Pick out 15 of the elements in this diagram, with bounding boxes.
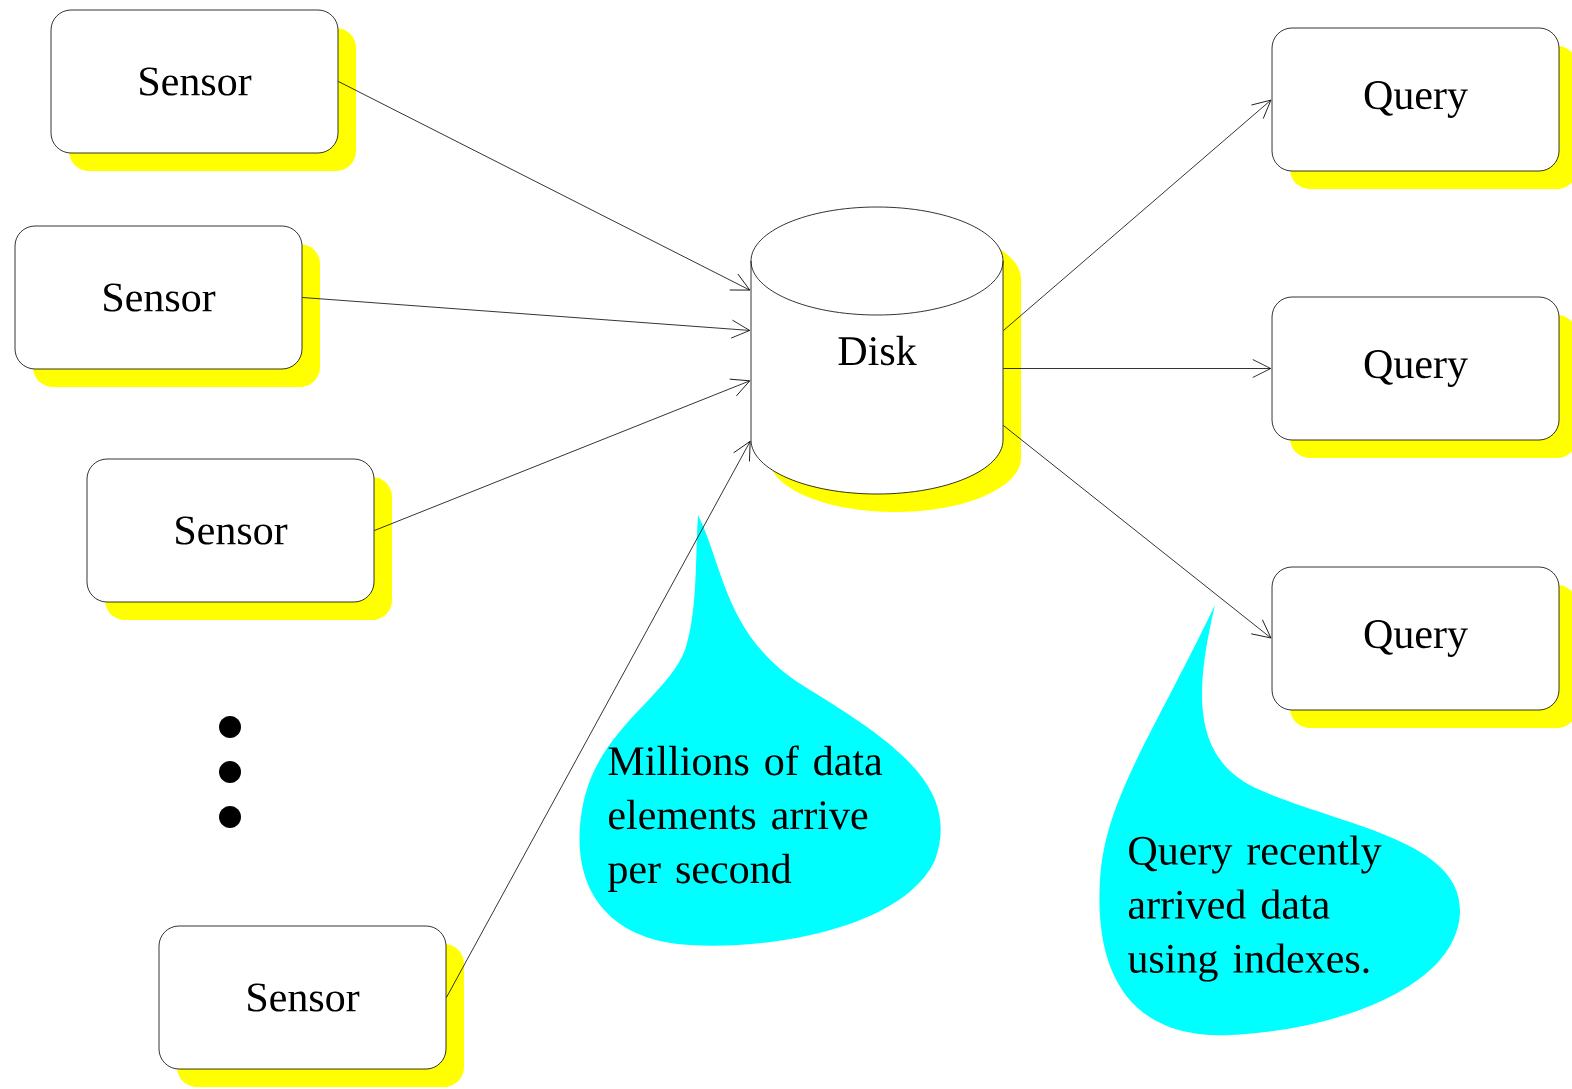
process-box: Query: [1271, 296, 1572, 458]
arrow: [1003, 359, 1272, 378]
arrow: [1003, 425, 1272, 639]
arrow: [338, 81, 751, 291]
process-box: Sensor: [50, 9, 356, 171]
arrow: [374, 378, 751, 531]
arrow: [1003, 99, 1272, 331]
process-box: Sensor: [158, 925, 464, 1087]
arrow: [302, 297, 751, 339]
process-box: Sensor: [14, 225, 320, 387]
process-box: Query: [1271, 566, 1572, 728]
arrow: [446, 440, 751, 998]
speech-bubble: Millions of data elements arrive per second: [579, 515, 941, 946]
process-box: Sensor: [86, 458, 392, 620]
process-box: Query: [1271, 27, 1572, 189]
